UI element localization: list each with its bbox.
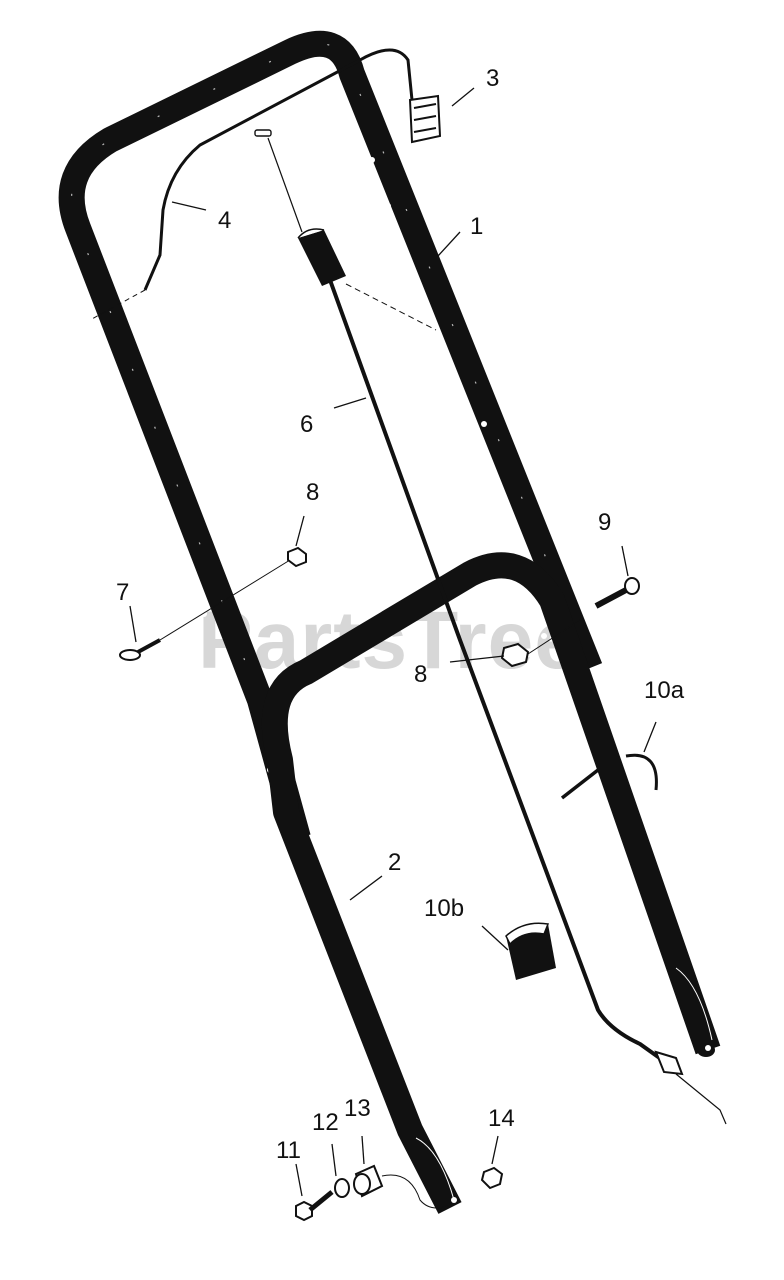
part-4-control-wire [89, 48, 414, 321]
part-14-nut [480, 1166, 504, 1190]
callout-4: 4 [218, 207, 231, 234]
callout-10a: 10a [644, 677, 685, 704]
callout-labels: 3 1 4 6 8 7 8 9 10a 2 10b 11 12 13 14 [116, 65, 685, 1164]
callout-14: 14 [488, 1105, 515, 1132]
part-2-lower-handle [261, 552, 721, 1214]
part-1-upper-handle [58, 30, 603, 842]
part-7-eye-bolt [119, 559, 291, 661]
part-8-nut-upper [287, 546, 307, 568]
part-13-spacer [353, 1164, 449, 1209]
callout-8-lower: 8 [414, 661, 427, 688]
leader-lines [129, 87, 657, 1197]
part-10b-cable-sleeve [505, 922, 556, 980]
part-6-control-cable [254, 129, 727, 1125]
part-3-cable-clip [408, 94, 442, 144]
callout-6: 6 [300, 411, 313, 438]
part-12-washer [334, 1178, 350, 1198]
callout-12: 12 [312, 1109, 339, 1136]
callout-1: 1 [470, 213, 483, 240]
callout-11: 11 [276, 1137, 301, 1164]
callout-2: 2 [388, 849, 401, 876]
callout-7: 7 [116, 579, 129, 606]
part-8-nut-lower [500, 619, 581, 668]
callout-9: 9 [598, 509, 611, 536]
callout-3: 3 [486, 65, 499, 92]
part-11-bolt [295, 1190, 334, 1222]
callout-13: 13 [344, 1095, 371, 1122]
part-10a-cable-tie [560, 753, 658, 800]
callout-8-upper: 8 [306, 479, 319, 506]
part-9-bolt [594, 577, 640, 609]
callout-10b: 10b [424, 895, 464, 922]
